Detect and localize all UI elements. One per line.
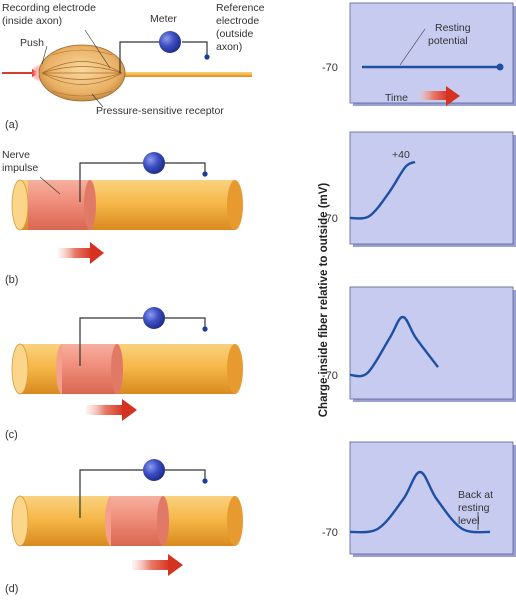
meter-icon-c <box>143 307 165 329</box>
nerve-impulse-label: Nerve impulse <box>2 149 38 174</box>
graph-c-ytick: -70 <box>322 370 338 382</box>
meter-icon-b <box>143 152 165 174</box>
graph-b: -70 +40 <box>322 131 516 247</box>
axon-cylinder-c <box>11 343 243 395</box>
panel-b-tag: (b) <box>5 274 18 286</box>
panel-a-tag: (a) <box>5 119 18 131</box>
panel-d-tag: (d) <box>5 583 18 595</box>
graph-c: -70 <box>322 286 516 402</box>
push-label: Push <box>20 37 44 49</box>
graph-c-frame <box>349 286 514 400</box>
meter-icon-a <box>159 31 181 53</box>
panel-c: (c) <box>5 307 243 441</box>
direction-arrow-d <box>132 554 183 576</box>
recording-electrode-label: Recording electrode (inside axon) <box>2 2 99 27</box>
y-axis-label: Charge inside fiber relative to outside … <box>318 183 330 418</box>
nerve-impulse-zone-b <box>28 180 96 230</box>
time-arrow <box>418 91 448 100</box>
graph-a-ytick: -70 <box>322 62 338 74</box>
panel-b: Nerve impulse (b) <box>2 149 243 286</box>
graph-b-frame <box>349 131 514 245</box>
graph-a-xlabel: Time <box>385 92 408 104</box>
graph-c-trace <box>349 315 439 378</box>
graph-b-peak-label: +40 <box>392 149 410 161</box>
direction-arrow-c <box>86 399 137 421</box>
graph-b-trace <box>349 160 416 220</box>
graph-d-ytick: -70 <box>322 527 338 539</box>
direction-arrow-b <box>58 242 104 264</box>
graph-a-end-dot <box>496 63 504 71</box>
receptor-label: Pressure-sensitive receptor <box>96 105 224 117</box>
panel-a: Recording electrode (inside axon) Meter … <box>2 2 267 131</box>
reference-electrode-label: Reference electrode (outside axon) <box>216 2 267 53</box>
nerve-impulse-zone-c <box>56 344 123 394</box>
graph-d-frame <box>349 441 514 555</box>
nerve-impulse-zone-d <box>105 496 169 546</box>
graph-b-ytick: -70 <box>322 213 338 225</box>
panel-d: (d) <box>5 459 243 595</box>
meter-label: Meter <box>150 13 177 25</box>
panel-c-tag: (c) <box>5 429 18 441</box>
recording-electrode-wire <box>119 41 160 73</box>
meter-icon-d <box>143 459 165 481</box>
axon-fiber-a <box>120 72 252 77</box>
graph-d-trace <box>349 470 491 534</box>
graph-a-frame <box>349 2 514 104</box>
pressure-receptor <box>38 44 126 102</box>
reference-electrode-wire <box>182 41 208 56</box>
